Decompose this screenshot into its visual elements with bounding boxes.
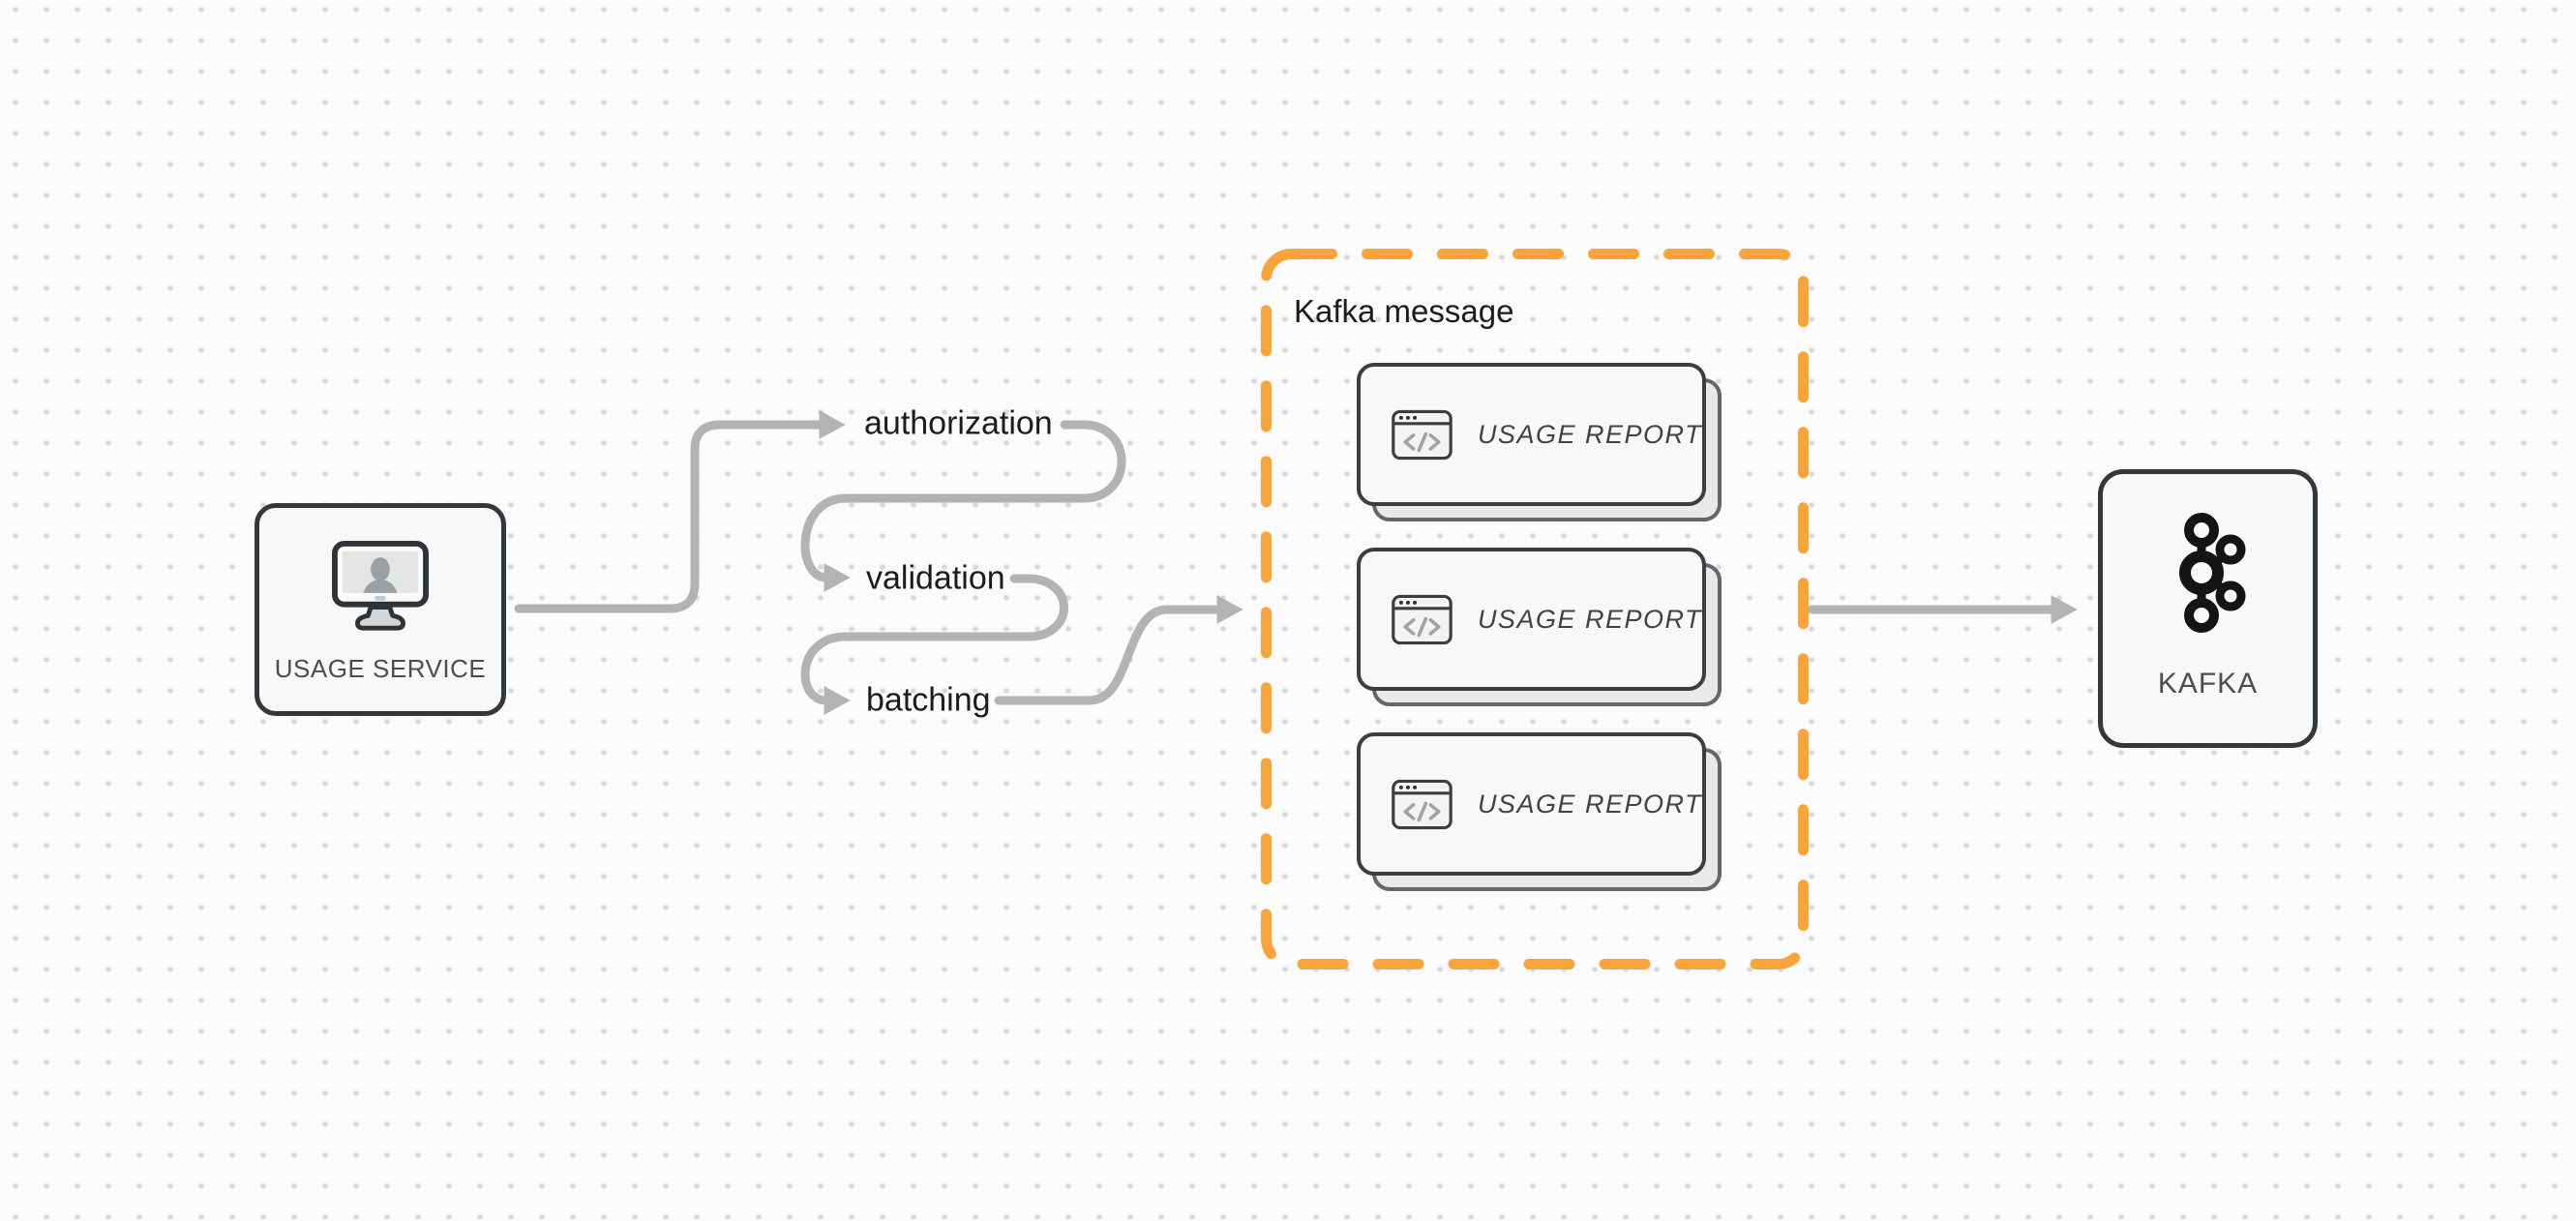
usage-report-label: USAGE REPORT [1477,604,1702,634]
usage-service-node: USAGE SERVICE [255,503,506,716]
connector-authorization-to-validation [800,420,1126,592]
connector-batching-to-kafka-message [994,595,1243,705]
usage-report-label: USAGE REPORT [1477,419,1702,449]
connector-usage-to-authorization [514,410,846,613]
kafka-message-group: Kafka message USAGE REPORT [1261,249,1809,969]
step-label-validation: validation [866,559,1005,597]
group-dashed-border-icon [1261,249,1809,969]
code-window-icon [1392,409,1453,460]
kafka-label: KAFKA [2157,668,2259,700]
monitor-user-icon [332,540,429,631]
connector-validation-to-batching [800,574,1068,715]
kafka-node: KAFKA [2098,469,2318,748]
kafka-message-title: Kafka message [1294,293,1514,329]
step-label-authorization: authorization [864,404,1053,442]
usage-service-label: USAGE SERVICE [274,654,487,683]
usage-report-card: USAGE REPORT [1357,363,1722,521]
usage-report-card: USAGE REPORT [1357,732,1722,891]
code-window-icon [1392,594,1453,644]
code-window-icon [1392,779,1453,829]
step-label-batching: batching [866,681,991,719]
kafka-logo-icon [2178,513,2245,633]
usage-report-card: USAGE REPORT [1357,548,1722,706]
usage-report-label: USAGE REPORT [1477,789,1702,819]
